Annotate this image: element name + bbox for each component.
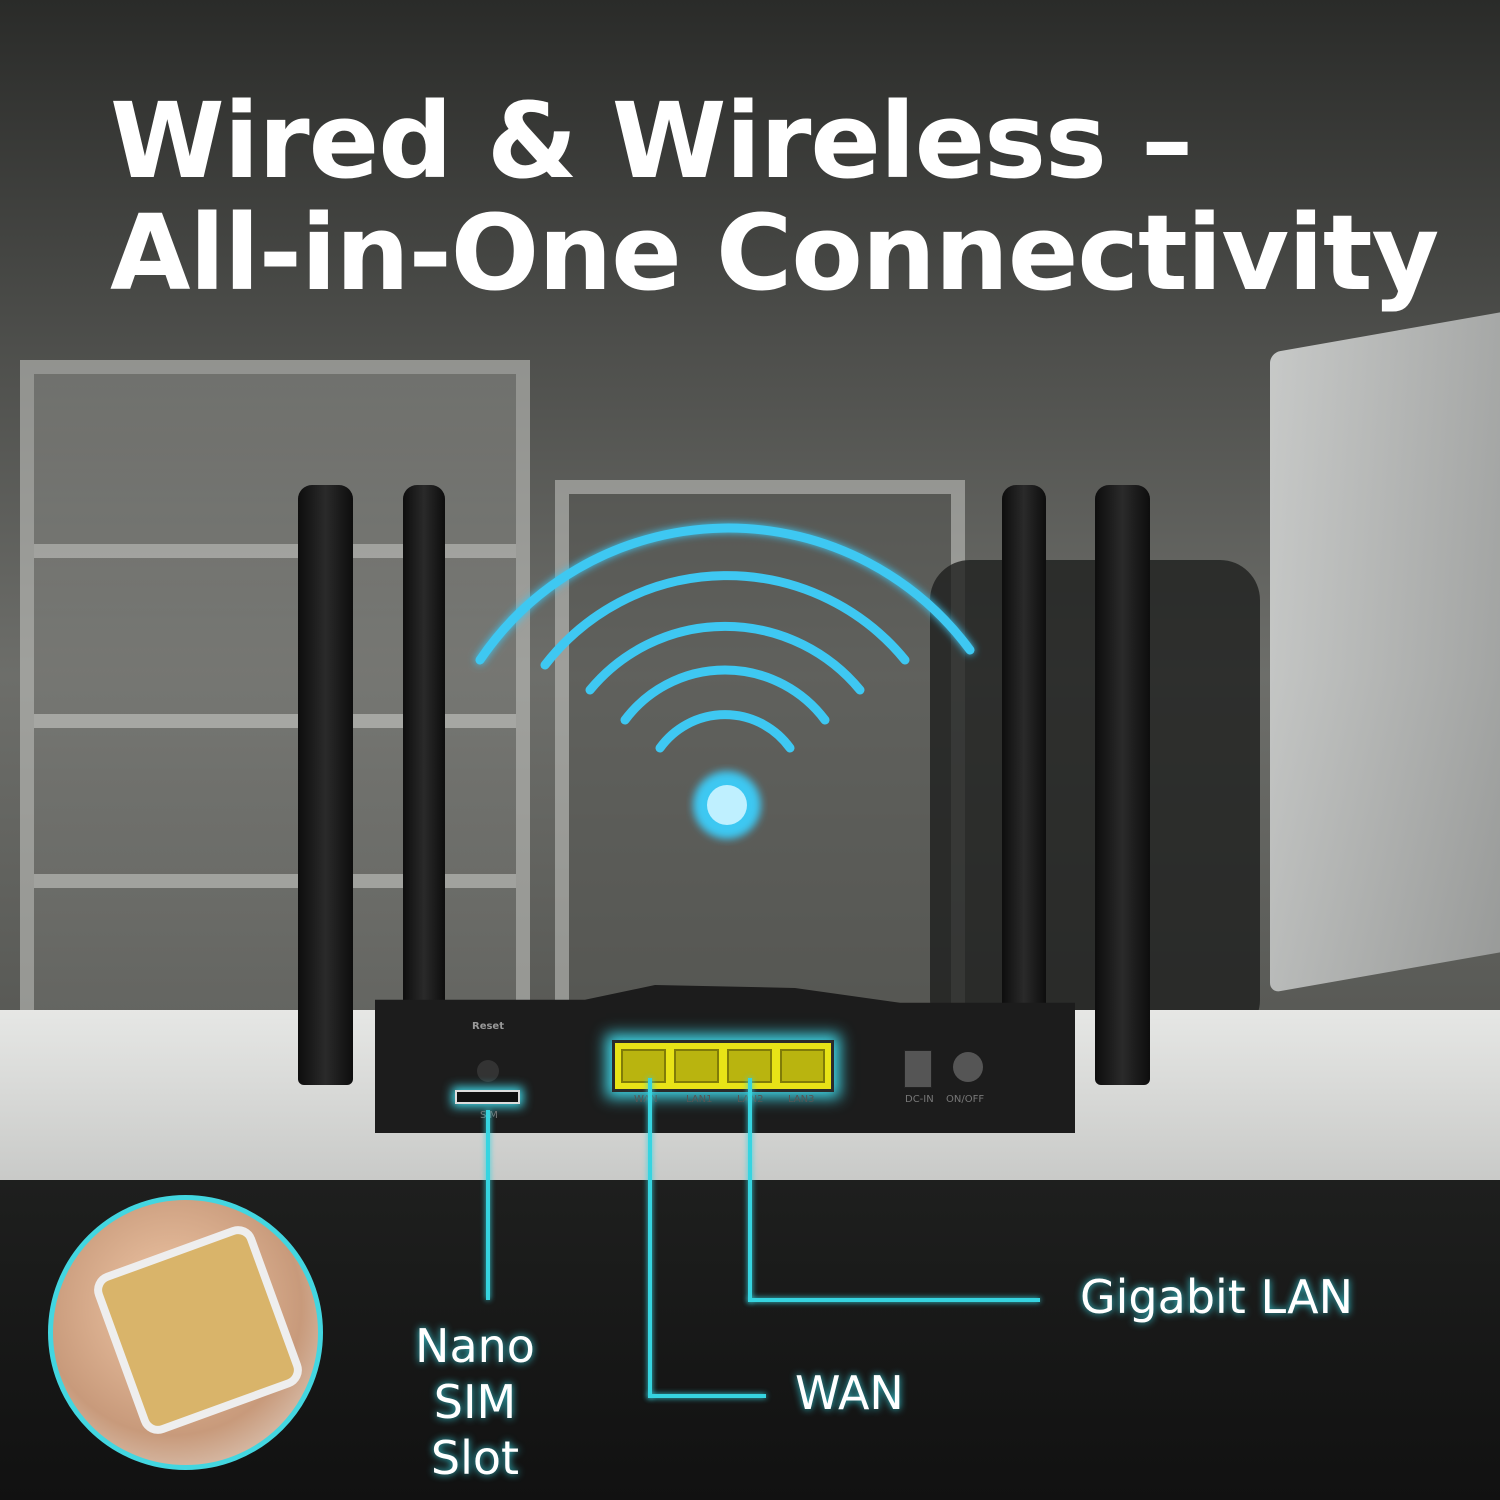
port-label: WAN (634, 1094, 658, 1105)
antenna (1095, 485, 1150, 1085)
wan-callout-line (648, 1078, 652, 1398)
ethernet-ports (612, 1040, 834, 1092)
port-lan1 (674, 1049, 719, 1083)
lan-callout-label: Gigabit LAN (1080, 1270, 1354, 1324)
headline-line-2: All-in-One Connectivity (110, 192, 1439, 314)
port-lan3 (780, 1049, 825, 1083)
port-lan2 (727, 1049, 772, 1083)
sim-slot (455, 1090, 520, 1104)
antenna (1002, 485, 1046, 1085)
dc-in-port (904, 1050, 932, 1088)
wan-callout-line (648, 1394, 766, 1398)
reset-label: Reset (472, 1021, 504, 1032)
dc-in-label: DC-IN (905, 1094, 934, 1105)
lan-callout-line (748, 1298, 1040, 1302)
port-label: LAN3 (788, 1094, 815, 1105)
sim-callout-line-1: Nano SIM (415, 1319, 535, 1429)
wan-callout-label: WAN (795, 1366, 904, 1420)
headline-line-1: Wired & Wireless – (110, 80, 1193, 202)
port-wan (621, 1049, 666, 1083)
sim-callout-line-2: Slot (430, 1431, 520, 1485)
bookshelf (20, 360, 530, 1060)
sim-callout-line (486, 1110, 490, 1300)
lan-callout-line (748, 1078, 752, 1302)
headline: Wired & Wireless –All-in-One Connectivit… (110, 85, 1439, 309)
sim-card-photo (48, 1195, 323, 1470)
reset-button (477, 1060, 499, 1082)
sim-chip (89, 1221, 307, 1439)
port-label: LAN1 (686, 1094, 713, 1105)
on-off-label: ON/OFF (946, 1094, 985, 1105)
antenna (403, 485, 445, 1085)
antenna (298, 485, 353, 1085)
power-button (953, 1052, 983, 1082)
